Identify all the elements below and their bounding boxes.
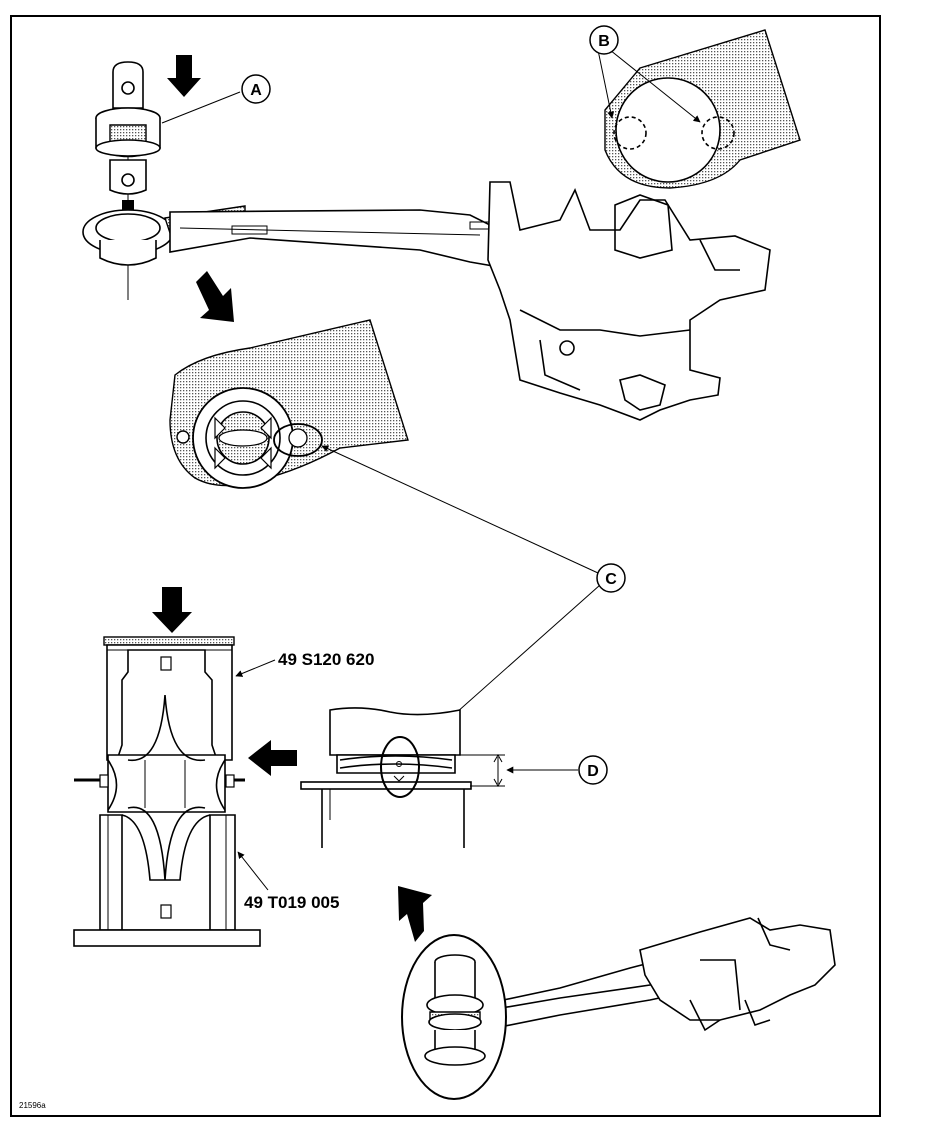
tool-label-lower: 49 T019 005 — [237, 851, 339, 912]
press-setup — [73, 587, 261, 947]
tool-label-upper: 49 S120 620 — [235, 650, 374, 677]
callout-c-label: C — [605, 571, 617, 588]
callout-a: A — [161, 74, 271, 124]
figure-frame — [10, 15, 881, 1117]
detail-d-view — [300, 707, 505, 848]
callout-d: D — [506, 755, 608, 785]
callout-c: C — [321, 445, 626, 746]
direction-arrow-2 — [398, 886, 432, 942]
figure-code: 21596a — [19, 1101, 46, 1110]
side-arrow — [248, 740, 297, 776]
tool-upper-label: 49 S120 620 — [278, 650, 374, 669]
press-arrow-top — [167, 55, 201, 97]
detail-b-view — [604, 29, 801, 189]
trailing-arm-assembly-top — [82, 181, 771, 421]
callout-d-label: D — [587, 763, 599, 780]
callout-b: B — [589, 25, 701, 123]
detail-c-view — [169, 319, 409, 489]
direction-arrow-1 — [196, 271, 234, 322]
callout-a-label: A — [250, 82, 262, 99]
callout-b-label: B — [598, 33, 610, 50]
trailing-arm-assembly-bottom — [401, 917, 836, 1100]
top-bushing-assembly — [95, 61, 161, 300]
tool-lower-label: 49 T019 005 — [244, 893, 339, 912]
